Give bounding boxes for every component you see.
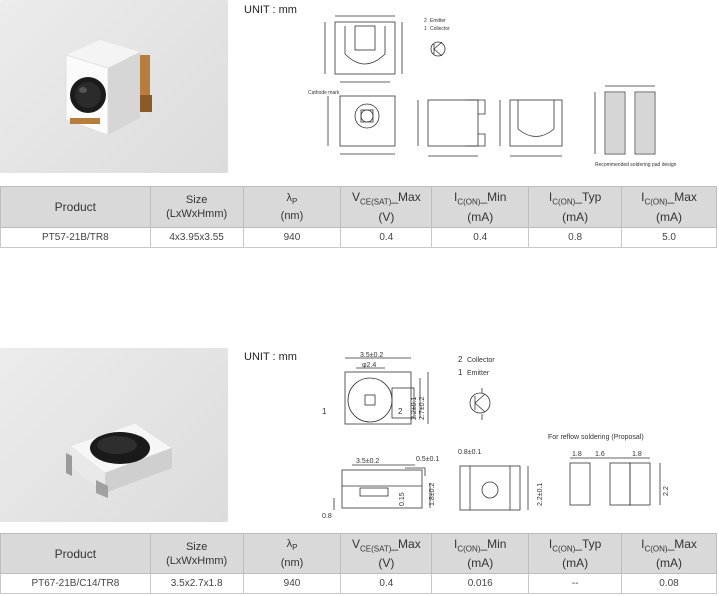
table-row: PT57-21B/TR8 4x3.95x3.55 940 0.4 0.4 0.8… [0,227,717,248]
pt67-pin2-marker: 2 [398,407,403,416]
pt67-dim-lead: 0.5±0.1 [416,456,439,463]
pt67-legend-emitter: Emitter [467,370,490,377]
pt67-pin1-marker: 1 [322,407,327,416]
cell-ic-max: 0.08 [621,573,717,594]
cell-vce-max: 0.4 [340,227,433,248]
pt67-dim-phi: φ2.4 [362,362,376,369]
cell-lambda: 940 [242,227,342,248]
header-ic-min: IC(ON)_Min(mA) [431,533,530,574]
product-photo-pt57 [0,0,228,173]
pt67-dim-top: 3.5±0.2 [360,352,383,359]
header-ic-min: IC(ON)_Min(mA) [431,186,530,228]
pt67-legend-collector: Collector [467,357,495,364]
cell-size: 4x3.95x3.55 [149,227,244,248]
pt57-pin2-marker: 2 [424,18,427,24]
pt67-spec-table: Product Size(LxWxHmm) λP(nm) VCE(SAT)_Ma… [0,533,717,594]
pt67-legend-pin1: 1 [458,368,463,377]
pt57-pin1-marker: 1 [424,26,427,32]
cell-ic-min: 0.016 [431,573,530,594]
header-product: Product [0,533,151,574]
pt67-dim-h2: 2.7±0.2 [419,397,426,420]
pt57-dimension-drawing: 2 Emitter 1 Collector Cathode mark Recom… [308,15,677,168]
pt67-pad-c: 1.8 [632,451,642,458]
pt57-legend-collector: Collector [430,26,450,32]
pt57-component-image [65,40,152,136]
unit-label-2: UNIT : mm [244,351,297,363]
pt67-pad-a: 1.8 [572,451,582,458]
cell-lambda: 940 [242,573,342,594]
cell-ic-typ: 0.8 [528,227,623,248]
header-ic-typ: IC(ON)_Typ(mA) [528,533,623,574]
pt57-legend-emitter: Emitter [430,18,446,24]
pt67-legend-pin2: 2 [458,355,463,364]
table-row: PT67-21B/C14/TR8 3.5x2.7x1.8 940 0.4 0.0… [0,573,717,594]
pt67-dim-side-h: 1.8±0.2 [429,483,436,506]
header-ic-max: IC(ON)_Max(mA) [621,533,717,574]
header-size: Size(LxWxHmm) [149,533,244,574]
pt57-cathode-mark: Cathode mark [308,90,340,96]
product-photo-pt67 [0,348,228,522]
pt67-dim-h1: 2.2±0.1 [411,397,418,420]
header-lambda: λP(nm) [242,533,342,574]
pt67-component-image [66,422,174,498]
header-ic-typ: IC(ON)_Typ(mA) [528,186,623,228]
cell-size: 3.5x2.7x1.8 [149,573,244,594]
pt57-pad-caption: Recommended soldering pad design [595,162,677,168]
header-product: Product [0,186,151,228]
pt67-pad-b: 1.6 [595,451,605,458]
header-ic-max: IC(ON)_Max(mA) [621,186,717,228]
cell-product: PT57-21B/TR8 [0,227,151,248]
pt67-dim-end-w: 0.8±0.1 [458,449,481,456]
unit-label: UNIT : mm [244,4,297,16]
cell-ic-max: 5.0 [621,227,717,248]
pt67-reflow-caption: For reflow soldering (Proposal) [548,434,644,441]
pt67-dim-side-b: 0.8 [322,513,332,520]
pt57-spec-table: Product Size(LxWxHmm) λP(nm) VCE(SAT)_Ma… [0,186,717,248]
header-lambda: λP(nm) [242,186,342,228]
header-vce-max: VCE(SAT)_Max(V) [340,533,433,574]
cell-product: PT67-21B/C14/TR8 [0,573,151,594]
cell-vce-max: 0.4 [340,573,433,594]
header-size: Size(LxWxHmm) [149,186,244,228]
pt67-dim-side-w: 3.5±0.2 [356,458,379,465]
cell-ic-typ: -- [528,573,623,594]
pt67-dim-side-s: 0.15 [399,492,406,506]
cell-ic-min: 0.4 [431,227,530,248]
pt67-pad-h: 2.2 [663,486,670,496]
pt67-dim-end-h: 2.2±0.1 [537,483,544,506]
header-vce-max: VCE(SAT)_Max(V) [340,186,433,228]
pt67-dimension-drawing: 3.5±0.2 φ2.4 1 2 2.2±0.1 2.7±0.2 2 Colle… [322,352,670,520]
